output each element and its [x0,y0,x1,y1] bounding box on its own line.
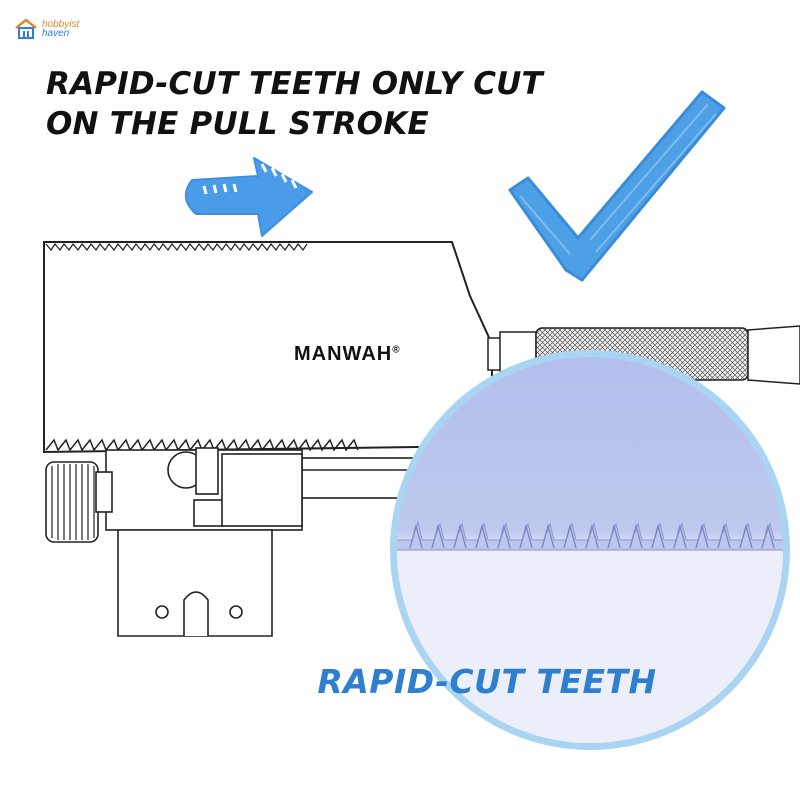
logo-line-2: haven [42,28,70,39]
saw-blade [43,241,537,454]
depth-guide [45,447,461,637]
headline: RAPID-CUT TEETH ONLY CUT ON THE PULL STR… [46,64,543,144]
right-arrow-icon [185,157,313,237]
checkmark-icon [508,90,726,282]
brand-name: MANWAH [294,343,393,365]
saw-brand-label: MANWAH® [294,343,401,366]
registered-mark: ® [392,344,401,356]
logo-line-1: hobbyist [42,19,80,30]
zoom-magnifier [390,350,790,750]
zoom-caption: RAPID-CUT TEETH [317,662,657,701]
headline-line-1: RAPID-CUT TEETH ONLY CUT [46,66,543,102]
brand-logo: hobbyist haven [14,18,79,40]
headline-line-2: ON THE PULL STROKE [46,106,429,142]
house-logo-icon [15,18,37,39]
